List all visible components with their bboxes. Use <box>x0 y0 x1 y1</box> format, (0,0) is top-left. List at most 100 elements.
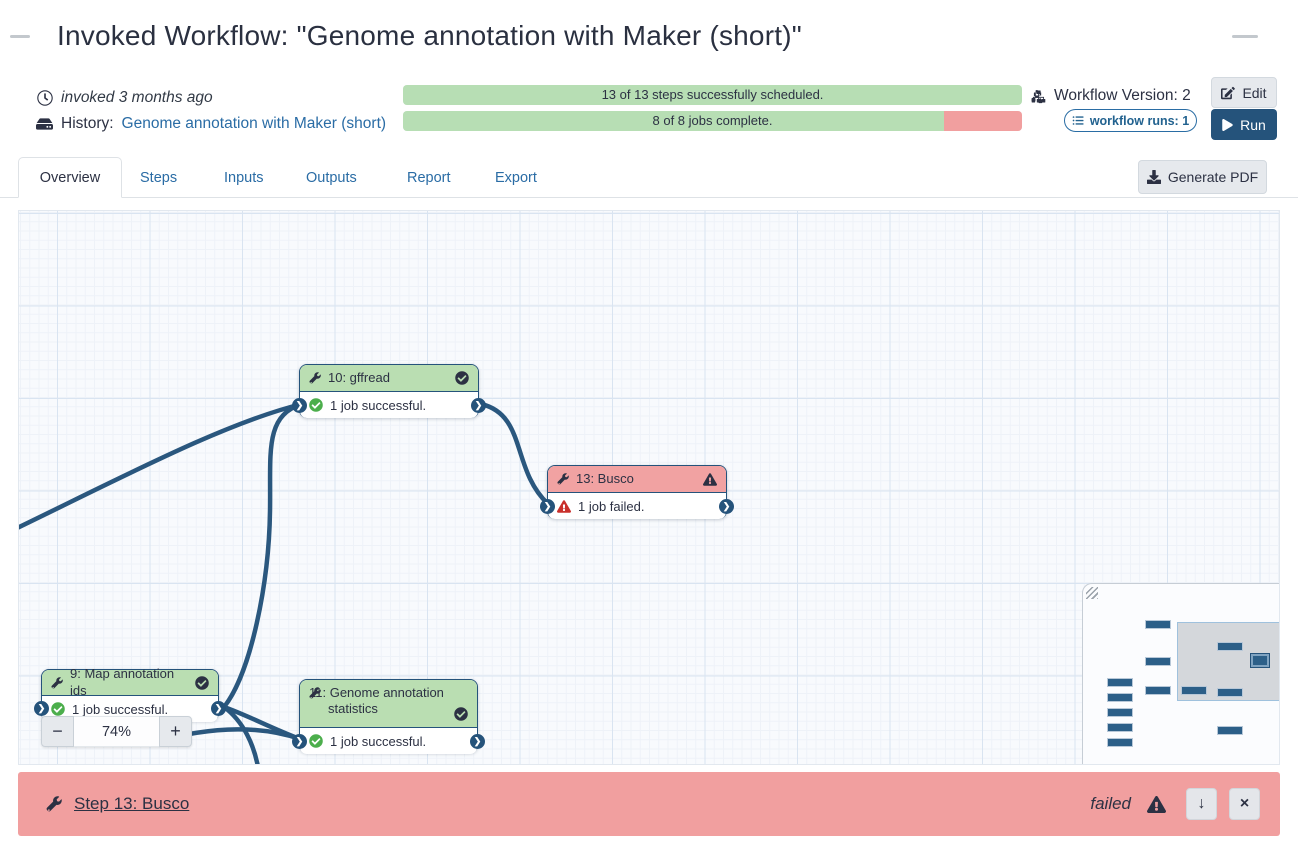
node-map-annotation-ids[interactable]: 9: Map annotation ids 1 job successful. … <box>34 666 226 722</box>
minimap-resize-handle[interactable] <box>1086 587 1098 599</box>
node-title: 9: Map annotation ids <box>70 666 175 698</box>
wrench-icon <box>51 676 63 689</box>
generate-pdf-button[interactable]: Generate PDF <box>1138 160 1267 194</box>
minimap-node <box>1145 686 1171 695</box>
clock-icon <box>36 90 53 107</box>
list-icon <box>1072 115 1084 126</box>
minimap-node <box>1107 738 1133 747</box>
workflow-canvas[interactable]: 10: gffread 1 job successful. ❯ ❯ 13: Bu… <box>18 210 1280 765</box>
tab-outputs[interactable]: Outputs <box>306 169 357 186</box>
history-link[interactable]: Genome annotation with Maker (short) <box>121 115 387 132</box>
edge-node9-down <box>221 704 260 764</box>
minimap-node <box>1217 688 1243 697</box>
minimap-node <box>1217 726 1243 735</box>
history-icon <box>36 116 53 133</box>
output-connector: ❯ <box>719 499 734 514</box>
node-job-status: 1 job successful. <box>72 701 169 717</box>
minimap-node <box>1145 657 1171 666</box>
input-connector: ❯ <box>34 701 49 716</box>
zoom-controls: − 74% + <box>41 716 192 747</box>
plus-icon: + <box>170 721 181 741</box>
job-ok-icon <box>309 398 323 412</box>
node-job-status: 1 job successful. <box>330 397 427 413</box>
tab-export[interactable]: Export <box>495 169 537 186</box>
minimap-node <box>1217 642 1243 651</box>
tab-steps[interactable]: Steps <box>140 169 178 186</box>
page-title: Invoked Workflow: "Genome annotation wit… <box>57 20 802 51</box>
failed-step-bar: Step 13: Busco failed ↓ × <box>18 772 1280 836</box>
output-connector: ❯ <box>470 734 485 749</box>
invoked-time-text: invoked 3 months ago <box>61 89 213 106</box>
node-gffread[interactable]: 10: gffread 1 job successful. ❯ ❯ <box>292 364 486 418</box>
wrench-icon <box>309 687 321 699</box>
node-job-status: 1 job successful. <box>330 733 427 749</box>
node-genome-annotation-statistics[interactable]: 11: Genome annotation statistics 1 job s… <box>292 679 485 754</box>
node-job-status: 1 job failed. <box>578 498 645 514</box>
workflow-version: Workflow Version: 2 <box>1030 87 1191 105</box>
invocation-meta: invoked 3 months ago History: Genome ann… <box>36 85 386 137</box>
edge-gffread-to-busco <box>478 401 551 507</box>
workflow-connections <box>19 401 551 764</box>
failed-step-link[interactable]: Step 13: Busco <box>74 794 190 813</box>
zoom-level-label: 74% <box>74 716 159 747</box>
node-busco[interactable]: 13: Busco 1 job failed. ❯ ❯ <box>540 465 734 519</box>
wrench-icon <box>46 796 62 812</box>
warning-status-icon <box>703 472 717 486</box>
workflow-version-text: Workflow Version: 2 <box>1054 87 1191 104</box>
run-button-label: Run <box>1240 116 1266 133</box>
warning-icon <box>1147 795 1166 813</box>
zoom-in-button[interactable]: + <box>159 716 192 747</box>
minimap-node <box>1107 708 1133 717</box>
arrow-down-icon: ↓ <box>1197 795 1206 812</box>
minimap-node-selected <box>1250 653 1270 668</box>
node-title: 11: Genome annotation statistics <box>309 685 444 717</box>
jobs-progress-text: 8 of 8 jobs complete. <box>652 113 773 128</box>
pencil-icon <box>1221 86 1236 100</box>
output-connector: ❯ <box>471 398 486 413</box>
ok-status-icon <box>455 371 469 385</box>
minimap-node <box>1181 686 1207 695</box>
failed-status-text: failed <box>1090 794 1131 813</box>
minimap-node <box>1107 678 1133 687</box>
generate-pdf-label: Generate PDF <box>1167 169 1259 185</box>
job-failed-icon <box>557 499 571 513</box>
history-label: History: <box>61 115 114 132</box>
minus-icon: − <box>52 721 63 741</box>
jobs-progress-bar: 8 of 8 jobs complete. <box>403 111 1022 131</box>
tab-overview[interactable]: Overview <box>18 157 122 198</box>
node-title: 10: gffread <box>328 369 390 385</box>
minimap-node <box>1145 620 1171 629</box>
workflow-runs-text: workflow runs: 1 <box>1089 113 1190 128</box>
input-connector: ❯ <box>292 398 307 413</box>
node-title: 13: Busco <box>576 470 634 486</box>
right-panel-toggle[interactable] <box>1232 35 1258 38</box>
minimap[interactable] <box>1082 583 1279 764</box>
workflow-runs-badge[interactable]: workflow runs: 1 <box>1064 109 1197 132</box>
output-connector: ❯ <box>211 701 226 716</box>
ok-status-icon <box>195 675 209 690</box>
edit-button[interactable]: Edit <box>1211 77 1277 108</box>
play-icon <box>1222 118 1233 131</box>
edge-node9-to-gffread <box>221 401 305 710</box>
job-ok-icon <box>51 702 65 716</box>
input-connector: ❯ <box>540 499 555 514</box>
download-icon <box>1146 170 1161 184</box>
ok-status-icon <box>454 707 468 721</box>
wrench-icon <box>557 473 569 485</box>
close-step-bar-button[interactable]: × <box>1229 788 1260 820</box>
input-connector: ❯ <box>292 734 307 749</box>
tabbar-border <box>0 197 1298 198</box>
minimap-node <box>1107 723 1133 732</box>
scroll-to-step-button[interactable]: ↓ <box>1186 788 1217 820</box>
tab-report[interactable]: Report <box>407 169 451 186</box>
left-panel-toggle[interactable] <box>10 35 30 38</box>
sitemap-icon <box>1030 89 1047 104</box>
zoom-out-button[interactable]: − <box>41 716 74 747</box>
job-ok-icon <box>309 734 323 748</box>
wrench-icon <box>309 372 321 384</box>
run-button[interactable]: Run <box>1211 109 1277 140</box>
steps-progress-bar: 13 of 13 steps successfully scheduled. <box>403 85 1022 105</box>
tab-inputs[interactable]: Inputs <box>224 169 264 186</box>
edit-button-label: Edit <box>1242 84 1267 101</box>
